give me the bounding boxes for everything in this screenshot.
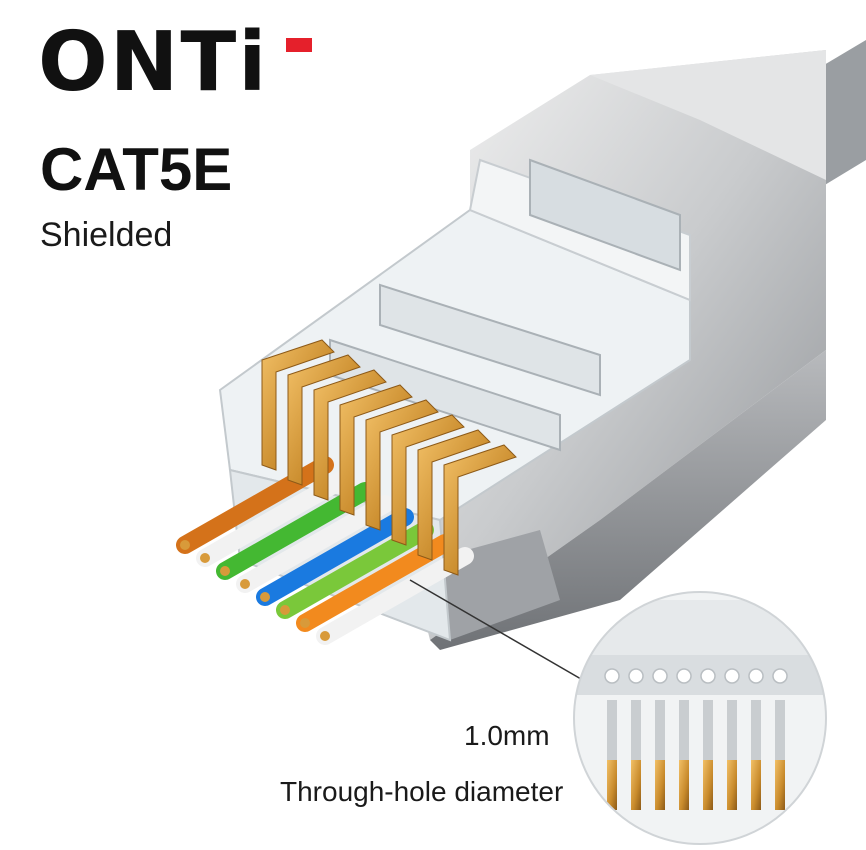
hole-diameter-caption: Through-hole diameter (280, 776, 564, 807)
gold-contact (339, 384, 413, 516)
through-hole (700, 668, 716, 684)
detail-magnifier (573, 591, 827, 845)
through-hole (772, 668, 788, 684)
wire-core (280, 605, 290, 615)
pin-gold-tip (775, 760, 785, 810)
through-hole (748, 668, 764, 684)
pin-gold-tip (679, 760, 689, 810)
pin-gold-tip (703, 760, 713, 810)
wire-core (200, 553, 210, 563)
pin-gold-tip (727, 760, 737, 810)
pin-gold-tip (655, 760, 665, 810)
pin (631, 700, 641, 810)
wire-core (240, 579, 250, 589)
gold-contact (417, 429, 491, 561)
gold-contact (443, 444, 517, 576)
through-hole (652, 668, 668, 684)
pin-gold-tip (751, 760, 761, 810)
brand-logo: ONTi (38, 15, 269, 110)
product-type: Shielded (40, 216, 173, 254)
through-hole (676, 668, 692, 684)
gold-contact (313, 369, 387, 501)
gold-contact (391, 414, 465, 546)
wire-core (260, 592, 270, 602)
through-hole (724, 668, 740, 684)
pin-gold-tip (607, 760, 617, 810)
gold-contact (365, 399, 439, 531)
gold-contact (261, 339, 335, 471)
pin (655, 700, 665, 810)
gold-contact (287, 354, 361, 486)
leader-line (409, 579, 601, 691)
pin (703, 700, 713, 810)
wire (316, 547, 474, 645)
product-category: CAT5E (40, 136, 233, 203)
brand-logo-accent (286, 38, 312, 52)
wire-core (220, 566, 230, 576)
pin (775, 700, 785, 810)
through-hole (604, 668, 620, 684)
wire-core (300, 618, 310, 628)
wire-core (320, 631, 330, 641)
pin (727, 700, 737, 810)
pin (679, 700, 689, 810)
gold-contacts (261, 339, 517, 576)
pin-gold-tip (631, 760, 641, 810)
through-hole (628, 668, 644, 684)
pin (607, 700, 617, 810)
pin (751, 700, 761, 810)
wire (256, 508, 414, 606)
wire-core (180, 540, 190, 550)
hole-diameter-value: 1.0mm (464, 720, 550, 751)
wire (236, 495, 394, 593)
